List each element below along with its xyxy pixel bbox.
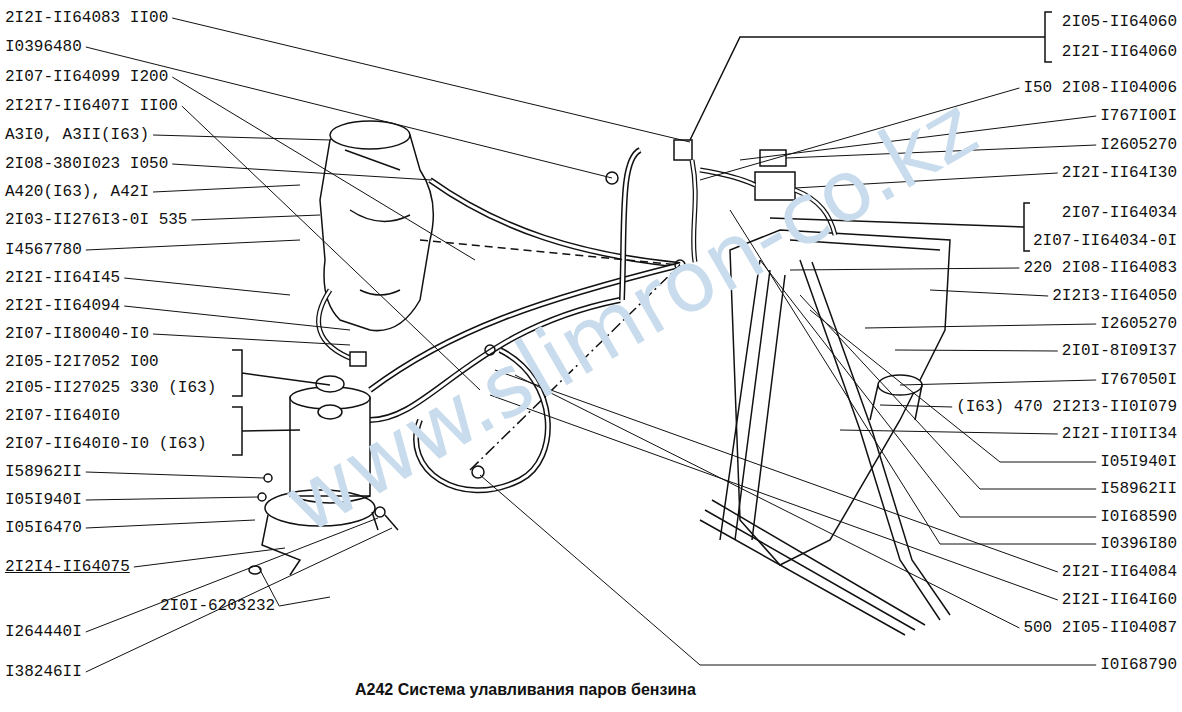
part-number: I38246II (5, 662, 82, 682)
drawing-part (320, 124, 433, 331)
part-number: 2I0I-6203232 (160, 596, 275, 616)
drawing-part (870, 385, 922, 420)
drawing-part (700, 500, 925, 635)
drawing-part (318, 405, 342, 419)
part-number: I2605270 (1100, 314, 1177, 334)
part-number: I767050I (1100, 370, 1177, 390)
part-number: 2I2I7-II6407I II00 (5, 96, 178, 116)
drawing-part (674, 140, 692, 160)
figure-caption: A242 Система улавливания паров бензина (355, 680, 696, 700)
part-number: 2I07-II640I0-I0 (I63) (5, 434, 207, 454)
part-number: I0396I80 (1100, 534, 1177, 554)
drawing-part (319, 290, 355, 360)
leader-line (790, 268, 1019, 270)
leader-line (895, 350, 1058, 351)
leader-line (86, 520, 255, 528)
leader-line (86, 472, 264, 478)
part-number: I4567780 (5, 240, 82, 260)
drawing-part (232, 350, 330, 396)
part-number: A420(I63), A42I (5, 182, 149, 202)
leader-line (865, 324, 1096, 328)
part-number: 2I08-380I023 I050 (5, 154, 168, 174)
part-number: I264440I (5, 622, 82, 642)
part-number: 2I2I-II64I45 (5, 268, 120, 288)
leader-line (153, 135, 330, 140)
leader-line (182, 106, 480, 390)
part-number: I2605270 (1100, 135, 1177, 155)
leader-line (86, 528, 392, 672)
drawing-part (319, 290, 355, 360)
part-number: 2I2I-II64083 II00 (5, 8, 168, 28)
drawing-part (232, 407, 300, 455)
part-number: I58962II (1100, 479, 1177, 499)
drawing-part (232, 12, 1052, 635)
part-number: 500 2I05-II04087 (1023, 618, 1177, 638)
part-number: I05I6470 (5, 518, 82, 538)
part-number: I0I68790 (1100, 655, 1177, 675)
leader-line (191, 215, 320, 220)
part-number: 2I07-II64034 (1062, 203, 1177, 223)
leader-line (515, 375, 1019, 628)
leader-line (153, 334, 350, 345)
part-number: I50 2I08-II04006 (1023, 78, 1177, 98)
part-number: 2I05-II64060 (1062, 12, 1177, 32)
leader-line (124, 306, 350, 330)
part-number: I05I940I (5, 490, 82, 510)
leader-line (86, 240, 300, 250)
drawing-part (258, 493, 266, 501)
part-number: 2I2I-II64I30 (1062, 163, 1177, 183)
part-number: (I63) 470 2I2I3-II0I079 (956, 397, 1177, 417)
part-number: 2I2I-II64084 (1062, 562, 1177, 582)
part-number: 2I07-II64099 I200 (5, 67, 168, 87)
part-number: 2I2I-II64094 (5, 296, 120, 316)
part-number: 2I05-I2I7052 I00 (5, 352, 159, 372)
leader-line (810, 310, 1096, 462)
part-number: I0396480 (5, 37, 82, 57)
part-number: 2I2I-II64060 (1062, 42, 1177, 62)
part-number: I58962II (5, 462, 82, 482)
leader-line (86, 497, 258, 500)
part-number: 2I07-II640I0 (5, 406, 120, 426)
leader-line (279, 597, 330, 606)
leader-line (124, 278, 290, 295)
drawing-part (690, 12, 1052, 140)
part-number: I767I00I (1100, 106, 1177, 126)
drawing-part (350, 352, 366, 366)
drawing-part (264, 474, 272, 482)
part-number: 2I2I-II0II34 (1062, 424, 1177, 444)
leader-line (480, 475, 1096, 665)
part-number: 2I07-II80040-I0 (5, 324, 149, 344)
leader-line (490, 395, 1058, 600)
part-number: A3I0, A3II(I63) (5, 125, 149, 145)
part-number: I05I940I (1100, 452, 1177, 472)
part-number: 2I2I-II64I60 (1062, 590, 1177, 610)
leader-line (840, 430, 1058, 434)
part-number: 2I05-II27025 330 (I63) (5, 378, 216, 398)
part-number: 2I2I3-II64050 (1052, 286, 1177, 306)
leader-line (900, 380, 1096, 385)
leader-line (172, 164, 432, 180)
leader-line (880, 405, 952, 407)
leader-line (172, 77, 475, 260)
part-number: 2I07-II64034-0I (1033, 231, 1177, 251)
part-number: 220 2I08-II64083 (1023, 258, 1177, 278)
leader-line (760, 260, 1096, 517)
leader-line (134, 548, 285, 567)
drawing-part (472, 466, 484, 478)
part-number: I0I68590 (1100, 507, 1177, 527)
drawing-part (345, 150, 410, 295)
part-number: 2I0I-8I09I37 (1062, 341, 1177, 361)
part-number: 2I2I4-II64075 (5, 557, 130, 577)
drawing-part (760, 150, 786, 166)
part-number: 2I03-II276I3-0I 535 (5, 210, 187, 230)
leader-line (930, 290, 1048, 296)
leader-line (153, 185, 300, 192)
